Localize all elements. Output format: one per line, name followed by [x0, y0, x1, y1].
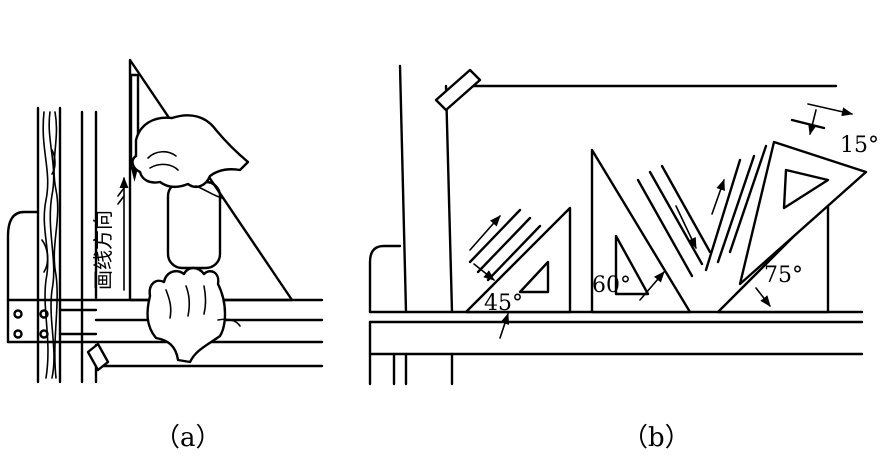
hand2-thumb	[217, 318, 241, 327]
caption-a: （a）	[154, 423, 222, 453]
panel-a: 画线方向 （a）	[6, 58, 324, 453]
panel-b: 45° 60°	[368, 64, 879, 453]
finger-line-2	[149, 163, 179, 171]
wrist-line	[195, 185, 223, 199]
set-square-45	[464, 206, 572, 314]
board-b-corner	[368, 244, 402, 314]
finger-line-1	[147, 150, 177, 159]
set-square-15	[738, 140, 868, 286]
hatch-45	[468, 208, 542, 282]
angle-15-marker	[790, 103, 854, 136]
t-square-b	[368, 310, 864, 386]
arc-arrow-60	[639, 271, 665, 301]
draw-direction-arrow	[117, 176, 129, 291]
hand2-line-1	[165, 289, 172, 319]
caption-b: （b）	[622, 423, 691, 453]
hatch-75	[704, 144, 768, 272]
paper-tape	[434, 68, 482, 112]
angle-label-15: 15°	[840, 133, 879, 158]
draw-direction-text: 画线方向	[91, 210, 115, 290]
hatch-60	[636, 164, 712, 278]
board-b-left-edge	[398, 64, 408, 314]
board-a-outline	[6, 210, 40, 302]
angle-label-45: 45°	[484, 291, 523, 316]
arc-arrow-75	[755, 287, 771, 307]
paper-b-left-edge	[444, 84, 454, 314]
hand2-line-3	[203, 285, 207, 315]
angle-label-75: 75°	[764, 263, 803, 288]
wood-grain	[41, 111, 59, 379]
hand2-line-2	[185, 285, 191, 317]
set-square-60	[590, 148, 692, 314]
arc-arrow-45	[499, 312, 510, 339]
hand-pencil	[131, 114, 250, 188]
hand-tsquare	[146, 266, 227, 364]
angle-label-60: 60°	[592, 273, 631, 298]
